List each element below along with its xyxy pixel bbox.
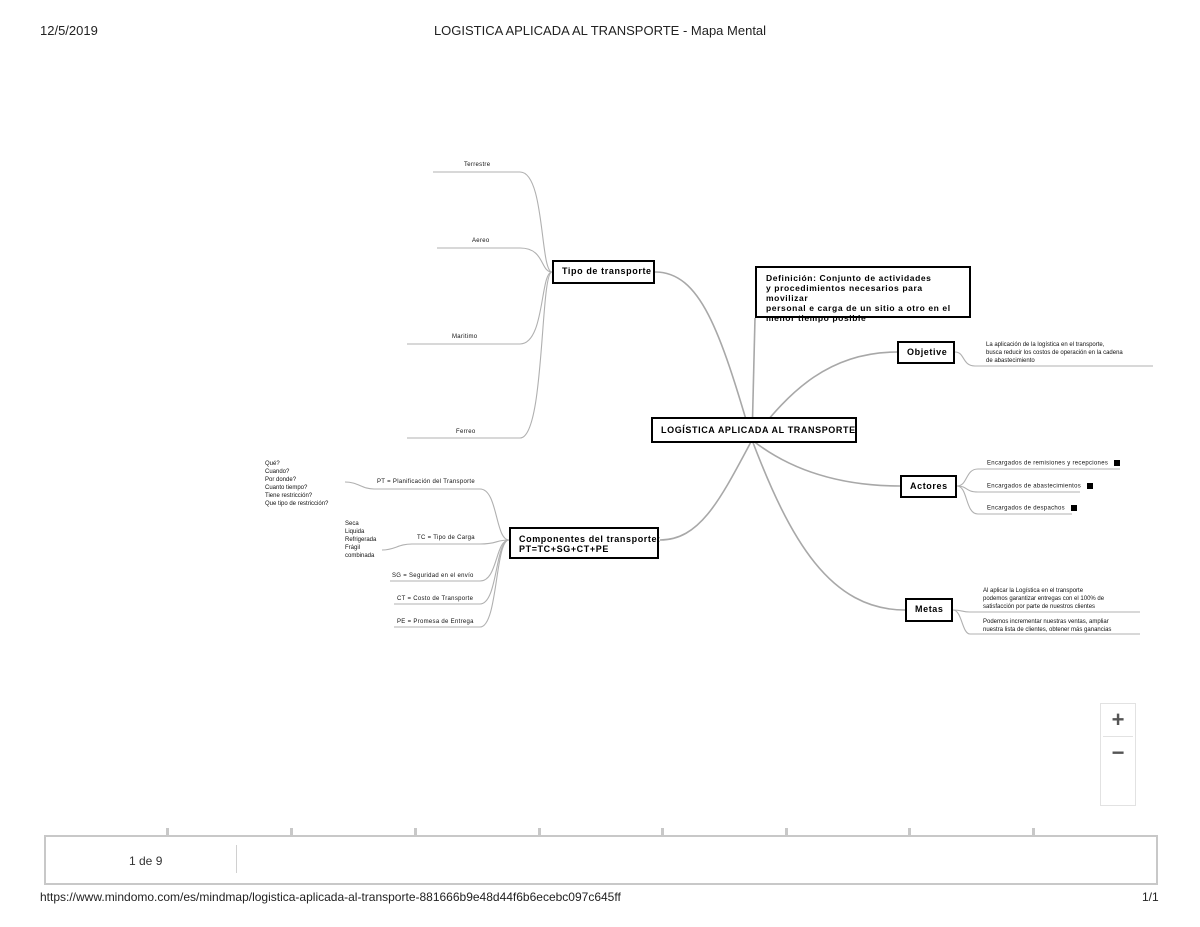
connector-tipo — [654, 271, 753, 441]
timeline-tick[interactable] — [538, 828, 541, 836]
central-topic[interactable]: LOGÍSTICA APLICADA AL TRANSPORTE — [651, 417, 857, 443]
collapsed-marker-icon[interactable] — [1087, 483, 1094, 489]
page-number: 1/1 — [1142, 890, 1159, 904]
subtopic-maritimo[interactable]: Maritimo — [452, 334, 478, 340]
tc-types[interactable]: Seca Liquida Refrigerada Frágil combinad… — [345, 520, 376, 560]
tc-type: Liquida — [345, 529, 365, 535]
pt-question: Por donde? — [265, 477, 297, 483]
connector-componentes — [659, 439, 753, 541]
componentes-formula: PT=TC+SG+CT+PE — [519, 544, 609, 554]
zoom-in-button[interactable]: + — [1111, 707, 1125, 732]
connector-actores — [751, 439, 901, 487]
actor-abastecimientos[interactable]: Encargados de abastecimientos — [987, 483, 1094, 490]
objetivo-text[interactable]: La aplicación de la logística en el tran… — [986, 341, 1123, 365]
collapsed-marker-icon[interactable] — [1114, 460, 1121, 466]
metas-line: nuestra lista de clientes, obtener más g… — [983, 627, 1112, 633]
metas-text-2[interactable]: Podemos incrementar nuestras ventas, amp… — [983, 618, 1111, 634]
subtopic-pt[interactable]: PT = Planificación del Transporte — [377, 479, 476, 485]
timeline-tick[interactable] — [166, 828, 169, 836]
subtopic-pe[interactable]: PE = Promesa de Entrega — [397, 619, 474, 625]
tc-type: Seca — [345, 521, 359, 527]
componentes-line: Componentes del transporte: — [519, 534, 661, 544]
collapsed-marker-icon[interactable] — [1070, 505, 1077, 511]
topic-actores[interactable]: Actores — [900, 475, 957, 498]
metas-line: Podemos incrementar nuestras ventas, amp… — [983, 619, 1109, 625]
page-url: https://www.mindomo.com/es/mindmap/logis… — [40, 890, 621, 904]
timeline-tick[interactable] — [1032, 828, 1035, 836]
connector-metas — [751, 439, 906, 611]
topic-componentes[interactable]: Componentes del transporte: PT=TC+SG+CT+… — [509, 527, 661, 559]
pt-question: Cuanto tiempo? — [265, 485, 308, 491]
definition-line: y procedimientos necesarios para moviliz… — [766, 283, 923, 303]
actor-label: Encargados de remisiones y recepciones — [987, 460, 1109, 467]
timeline-tick[interactable] — [785, 828, 788, 836]
pt-questions[interactable]: Qué? Cuando? Por donde? Cuanto tiempo? T… — [265, 460, 328, 508]
objetivo-line: busca reducir los costos de operación en… — [986, 350, 1123, 356]
tc-type: Frágil — [345, 545, 361, 551]
pt-question: Tiene restricción? — [265, 493, 313, 499]
metas-text-1[interactable]: Al aplicar la Logística en el transporte… — [983, 587, 1104, 611]
slide-timeline[interactable]: 1 de 9 — [44, 835, 1158, 885]
definition-line: personal e carga de un sitio a otro en e… — [766, 303, 951, 313]
definition-line: menor tiempo posible — [766, 313, 867, 323]
actor-label: Encargados de abastecimientos — [987, 483, 1082, 490]
subtopic-tc[interactable]: TC = Tipo de Carga — [417, 535, 475, 541]
timeline-tick[interactable] — [290, 828, 293, 836]
page-title: LOGISTICA APLICADA AL TRANSPORTE - Mapa … — [433, 23, 767, 38]
topic-metas[interactable]: Metas — [905, 598, 953, 622]
print-date: 12/5/2019 — [40, 23, 98, 38]
page-indicator: 1 de 9 — [129, 854, 163, 868]
definition-line: Definición: Conjunto de actividades — [766, 273, 932, 283]
subtopic-aereo[interactable]: Aereo — [472, 238, 490, 244]
zoom-out-button[interactable]: − — [1111, 740, 1125, 765]
metas-line: Al aplicar la Logística en el transporte — [983, 588, 1084, 594]
topic-tipo-transporte[interactable]: Tipo de transporte — [552, 260, 655, 284]
zoom-control: + − — [1100, 703, 1136, 806]
subtopic-terrestre[interactable]: Terrestre — [464, 162, 491, 168]
pt-question: Que tipo de restricción? — [265, 501, 329, 507]
metas-line: satisfacción por parte de nuestros clien… — [983, 604, 1096, 610]
timeline-tick[interactable] — [414, 828, 417, 836]
pt-question: Qué? — [265, 461, 280, 467]
subtopic-ct[interactable]: CT = Costo de Transporte — [397, 596, 474, 602]
timeline-tick[interactable] — [661, 828, 664, 836]
metas-line: podemos garantizar entregas con el 100% … — [983, 596, 1105, 602]
actor-despachos[interactable]: Encargados de despachos — [987, 505, 1077, 512]
objetivo-line: La aplicación de la logística en el tran… — [986, 342, 1105, 348]
tc-type: combinada — [345, 553, 375, 559]
actor-label: Encargados de despachos — [987, 505, 1065, 512]
subtopic-sg[interactable]: SG = Seguridad en el envío — [392, 573, 474, 579]
subtopic-ferreo[interactable]: Ferreo — [456, 429, 476, 435]
actor-remisiones[interactable]: Encargados de remisiones y recepciones — [987, 460, 1121, 467]
zoom-divider — [1103, 736, 1133, 737]
timeline-divider — [236, 845, 237, 873]
pt-question: Cuando? — [265, 469, 290, 475]
definition-node[interactable]: Definición: Conjunto de actividades y pr… — [755, 266, 971, 323]
timeline-tick[interactable] — [908, 828, 911, 836]
topic-objetivo[interactable]: Objetive — [897, 341, 955, 364]
objetivo-line: de abastecimiento — [986, 358, 1035, 364]
tc-type: Refrigerada — [345, 537, 377, 543]
